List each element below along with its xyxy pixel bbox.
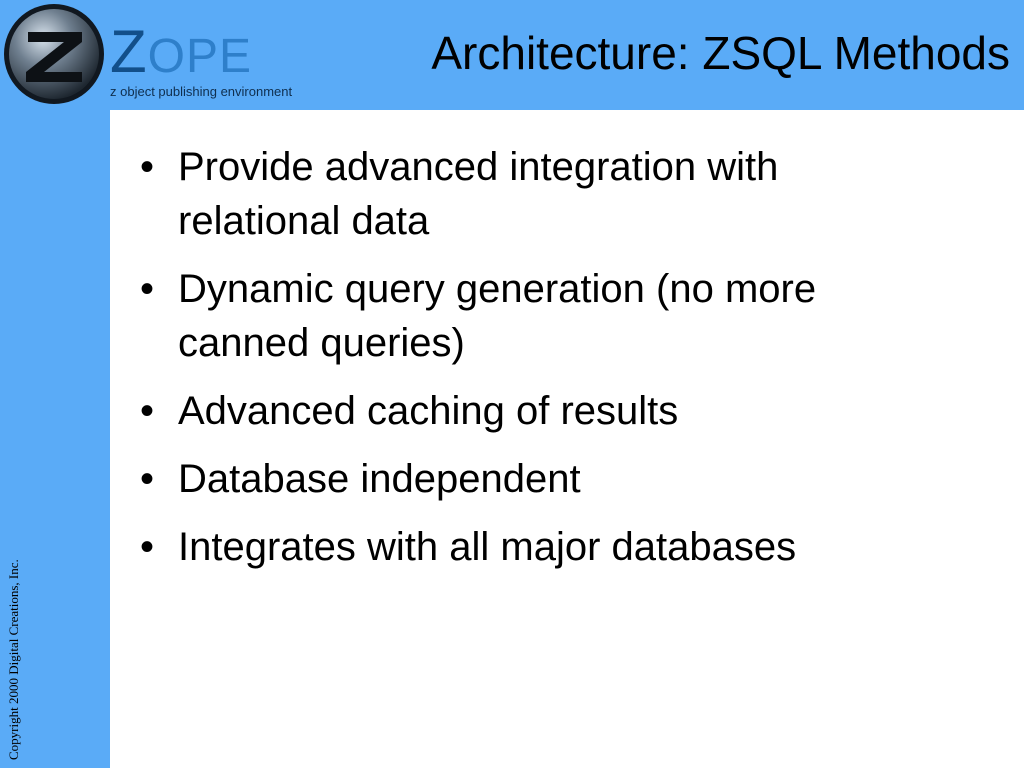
logo-wordmark: ZOPE — [110, 22, 252, 82]
logo-letters-ope: OPE — [147, 30, 253, 83]
copyright-notice: Copyright 2000 Digital Creations, Inc. — [6, 559, 21, 760]
bullet-item: • Integrates with all major databases — [140, 520, 1000, 574]
bullet-glyph: • — [140, 457, 155, 501]
zope-logo: ZOPE z object publishing environment — [0, 0, 320, 110]
slide-title: Architecture: ZSQL Methods — [431, 27, 1010, 79]
bullet-text: Advanced caching of results — [178, 389, 679, 433]
bullet-glyph: • — [140, 267, 155, 311]
bullet-item: • Database independent — [140, 452, 1000, 506]
bullet-glyph: • — [140, 389, 155, 433]
logo-letter-z: Z — [110, 18, 148, 85]
bullet-text: Provide advanced integration with relati… — [178, 145, 779, 243]
logo-tagline: z object publishing environment — [110, 84, 293, 99]
header-band — [0, 0, 1024, 110]
slide-content: • Provide advanced integration with rela… — [140, 140, 1000, 588]
bullet-list: • Provide advanced integration with rela… — [140, 140, 1000, 574]
bullet-item: • Dynamic query generation (no more cann… — [140, 262, 1000, 370]
bullet-text: Dynamic query generation (no more canned… — [178, 267, 817, 365]
bullet-item: • Advanced caching of results — [140, 384, 1000, 438]
bullet-glyph: • — [140, 525, 155, 569]
bullet-text: Database independent — [178, 457, 581, 501]
bullet-text: Integrates with all major databases — [178, 525, 797, 569]
bullet-item: • Provide advanced integration with rela… — [140, 140, 1000, 248]
bullet-glyph: • — [140, 145, 155, 189]
zope-z-logo-icon — [4, 4, 104, 104]
sidebar-band — [0, 0, 110, 768]
